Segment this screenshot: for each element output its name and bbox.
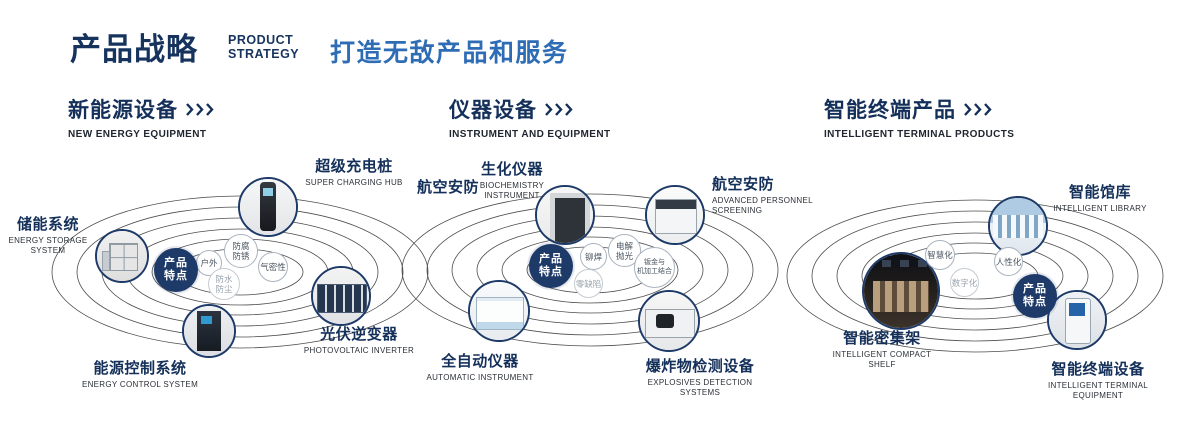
personnel-screening-image — [647, 187, 703, 243]
section-subtitle: INTELLIGENT TERMINAL PRODUCTS — [824, 129, 1015, 140]
product-features-badge: 产品 特点 — [1013, 274, 1057, 318]
product-label-energy-storage: 储能系统 ENERGY STORAGE SYSTEM — [8, 216, 88, 255]
super-charging-hub-photo — [238, 177, 298, 237]
section-subtitle: NEW ENERGY EQUIPMENT — [68, 129, 207, 140]
section-header-instruments: 仪器设备 INSTRUMENT AND EQUIPMENT — [449, 94, 610, 140]
product-label-explosives-detection: 爆炸物检测设备 EXPLOSIVES DETECTION SYSTEMS — [645, 358, 755, 397]
automatic-instrument-photo — [468, 280, 530, 342]
feature-bubble-digitalization: 数字化 — [950, 268, 979, 297]
terminal-equipment-photo — [1047, 290, 1107, 350]
product-features-badge: 产品 特点 — [154, 248, 198, 292]
feature-bubble-waterproof: 防水防尘 — [208, 268, 240, 300]
section-subtitle: INSTRUMENT AND EQUIPMENT — [449, 129, 611, 140]
product-label-aviation-security: 航空安防 — [416, 179, 479, 196]
triple-chevron-icon — [186, 102, 214, 116]
product-label-automatic-instrument: 全自动仪器 AUTOMATIC INSTRUMENT — [426, 353, 534, 382]
terminal-equipment-image — [1049, 292, 1105, 348]
explosives-detection-image — [640, 292, 698, 350]
triple-chevron-icon — [964, 102, 992, 116]
product-label-intelligent-library: 智能馆库 INTELLIGENT LIBRARY — [1053, 184, 1147, 213]
page-title-en-line2: STRATEGY — [228, 47, 300, 61]
page-title: 产品战略 — [70, 32, 198, 67]
security-gate-image — [537, 187, 593, 243]
section-header-new-energy: 新能源设备 NEW ENERGY EQUIPMENT — [68, 94, 216, 140]
security-gate-photo — [535, 185, 595, 245]
section-header-intelligent-terminals: 智能终端产品 INTELLIGENT TERMINAL PRODUCTS — [824, 94, 1014, 140]
section-title: 新能源设备 — [68, 99, 178, 122]
personnel-screening-photo — [645, 185, 705, 245]
feature-bubble-intelligence: 智慧化 — [925, 240, 955, 270]
section-title: 仪器设备 — [449, 99, 537, 122]
feature-bubble-anticorrosion: 防腐防锈 — [224, 234, 258, 268]
pv-inverter-photo — [311, 266, 371, 326]
product-label-terminal-equipment: 智能终端设备 INTELLIGENT TERMINAL EQUIPMENT — [1048, 361, 1148, 400]
charging-pile-image — [240, 179, 296, 235]
pv-inverter-image — [313, 268, 369, 324]
feature-bubble-sheet-metal-machining: 钣金与机加工结合 — [634, 247, 675, 288]
automatic-instrument-image — [470, 282, 528, 340]
energy-storage-photo — [95, 229, 149, 283]
product-label-biochemistry: 生化仪器 BIOCHEMISTRY INSTRUMENT — [479, 161, 545, 200]
product-label-compact-shelf: 智能密集架 INTELLIGENT COMPACT SHELF — [832, 330, 932, 369]
section-title: 智能终端产品 — [824, 99, 956, 122]
page-slogan: 打造无敌产品和服务 — [330, 39, 569, 67]
feature-bubble-riveting-welding: 铆焊 — [580, 243, 607, 270]
feature-bubble-zero-defect: 零缺陷 — [574, 269, 603, 298]
intelligent-library-image — [990, 198, 1046, 254]
feature-bubble-airtightness: 气密性 — [258, 252, 288, 282]
page-title-english: PRODUCT STRATEGY — [228, 33, 299, 61]
energy-storage-image — [97, 231, 147, 281]
energy-control-photo — [182, 304, 236, 358]
explosives-detection-photo — [638, 290, 700, 352]
intelligent-library-photo — [988, 196, 1048, 256]
energy-control-image — [184, 306, 234, 356]
feature-bubble-humanization: 人性化 — [994, 247, 1023, 276]
triple-chevron-icon — [545, 102, 573, 116]
compact-shelf-image — [864, 254, 938, 328]
product-label-energy-control: 能源控制系统 ENERGY CONTROL SYSTEM — [81, 360, 199, 389]
product-features-badge: 产品 特点 — [529, 244, 573, 288]
product-label-personnel-screening: 航空安防 ADVANCED PERSONNEL SCREENING — [712, 176, 813, 215]
product-label-super-charging-hub: 超级充电桩 SUPER CHARGING HUB — [305, 158, 403, 187]
product-label-pv-inverter: 光伏逆变器 PHOTOVOLTAIC INVERTER — [303, 326, 415, 355]
compact-shelf-photo — [862, 252, 940, 330]
page-title-en-line1: PRODUCT — [228, 33, 294, 47]
